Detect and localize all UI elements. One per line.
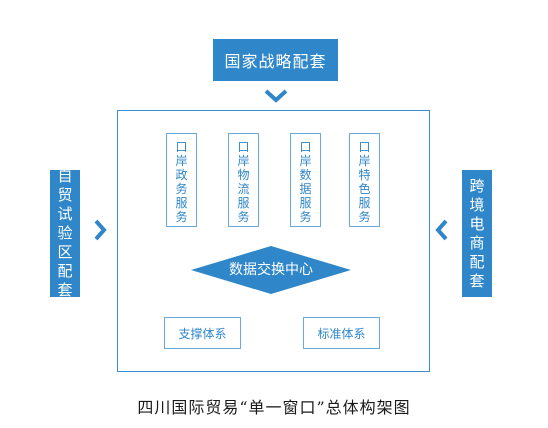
cross-border-ecommerce-block: 跨境电商配套	[462, 170, 492, 297]
service-label-logistics: 口岸物流服务	[237, 140, 250, 224]
platform-frame	[117, 110, 430, 372]
data-exchange-center-label: 数据交换中心	[229, 262, 313, 278]
service-box-logistics: 口岸物流服务	[228, 133, 259, 227]
left-chevron-icon	[435, 219, 448, 241]
cross-border-ecommerce-label: 跨境电商配套	[469, 176, 485, 290]
national-strategy-label: 国家战略配套	[224, 52, 327, 71]
support-system-label: 支撑体系	[178, 326, 227, 341]
standard-system-box: 标准体系	[303, 317, 380, 349]
service-box-gov: 口岸政务服务	[166, 133, 197, 227]
free-trade-zone-block: 自贸试验区配套	[50, 167, 80, 299]
service-label-data: 口岸数据服务	[299, 140, 312, 224]
diagram-caption: 四川国际贸易“单一窗口”总体构架图	[137, 398, 411, 417]
national-strategy-block: 国家战略配套	[213, 39, 338, 81]
data-exchange-diamond	[191, 246, 351, 294]
down-chevron-icon	[264, 89, 288, 103]
right-chevron-icon	[94, 219, 107, 241]
service-box-special: 口岸特色服务	[349, 133, 380, 227]
service-box-data: 口岸数据服务	[290, 133, 321, 227]
support-system-box: 支撑体系	[164, 317, 241, 349]
standard-system-label: 标准体系	[317, 326, 366, 341]
service-label-special: 口岸特色服务	[358, 140, 371, 224]
service-label-gov: 口岸政务服务	[175, 140, 188, 224]
free-trade-zone-label: 自贸试验区配套	[57, 167, 73, 299]
